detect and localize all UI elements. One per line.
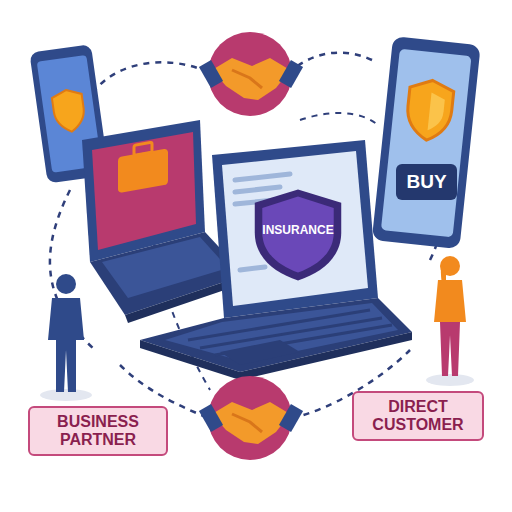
role-label: BUSINESS PARTNER (28, 406, 168, 456)
right-phone (372, 36, 481, 249)
business-partner-figure (40, 274, 92, 401)
handshake-icon (199, 32, 303, 116)
dashed-line (300, 113, 378, 125)
label-text: BUSINESS PARTNER (38, 413, 158, 448)
insurance-shield: INSURANCE (251, 187, 345, 283)
front-laptop (140, 140, 412, 380)
direct-customer-figure (426, 256, 474, 386)
button-text: BUY (406, 172, 446, 193)
buy-button: BUY (396, 164, 457, 200)
role-label: DIRECT CUSTOMER (352, 391, 484, 441)
shield-text: INSURANCE (262, 224, 333, 237)
handshake-icon (199, 376, 303, 460)
label-text: DIRECT CUSTOMER (362, 398, 474, 433)
